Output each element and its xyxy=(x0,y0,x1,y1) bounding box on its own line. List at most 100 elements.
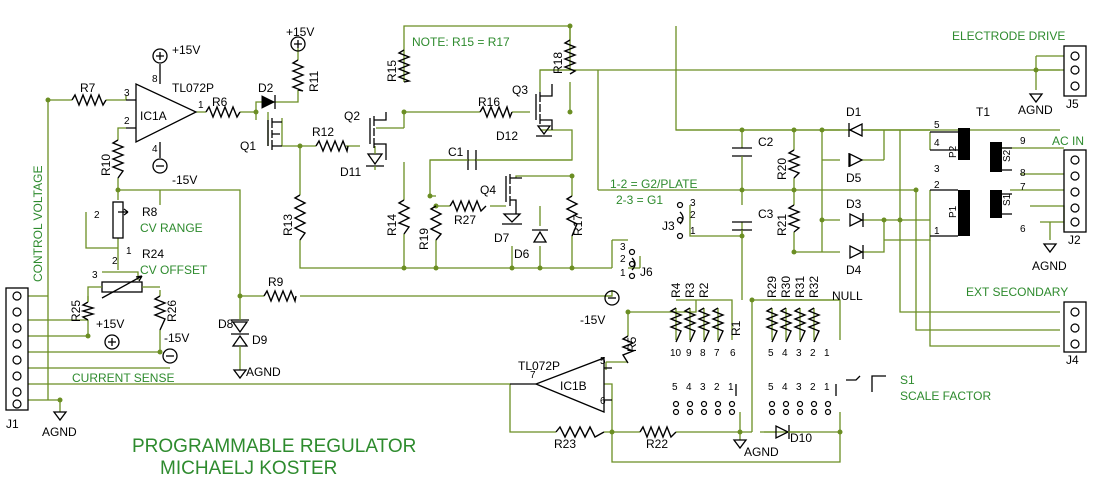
ref-r16: R16 xyxy=(478,95,500,109)
net-control-voltage: CONTROL VOLTAGE xyxy=(31,166,45,282)
ref-s1-winding: S1 xyxy=(1002,193,1013,206)
r32 xyxy=(807,307,821,343)
ref-r7: R7 xyxy=(80,81,96,95)
r9 xyxy=(263,289,297,304)
r31 xyxy=(793,307,807,343)
ic1b-part: TL072P xyxy=(518,359,560,373)
supply-pos15-c: +15V xyxy=(96,317,124,331)
ref-r29: R29 xyxy=(765,276,779,298)
ref-r26: R26 xyxy=(165,300,179,322)
ref-d2: D2 xyxy=(258,81,274,95)
d4 xyxy=(849,244,864,260)
ref-d10: D10 xyxy=(790,431,812,445)
pin-t1-2: 2 xyxy=(934,180,940,191)
c2 xyxy=(732,147,752,157)
q4 xyxy=(505,174,522,214)
pin-r24-1: 1 xyxy=(126,246,132,257)
r17 xyxy=(565,195,579,237)
ref-r19: R19 xyxy=(417,228,431,250)
ref-r1: R1 xyxy=(729,320,743,336)
ref-c1: C1 xyxy=(448,145,464,159)
ref-r18: R18 xyxy=(551,52,565,74)
pin-s1a-4: 4 xyxy=(686,382,692,393)
pin-ic1b-7: 7 xyxy=(530,370,536,381)
r5 xyxy=(621,335,635,364)
note-jumper-2: 2-3 = G1 xyxy=(616,193,663,207)
pin-sw-1: 1 xyxy=(824,348,830,359)
r13 xyxy=(293,194,307,241)
net-ac-in: AC IN xyxy=(1052,134,1084,148)
ref-j2: J2 xyxy=(1068,233,1081,247)
r6 xyxy=(205,105,241,119)
ref-r2: R2 xyxy=(697,282,711,298)
r23 xyxy=(555,425,605,439)
r15 xyxy=(397,49,412,83)
pin-s1b-3: 3 xyxy=(796,382,802,393)
r7 xyxy=(71,93,107,107)
ic1a-triangle xyxy=(135,82,198,144)
ref-s2-winding: S2 xyxy=(1002,149,1013,162)
transistors xyxy=(267,84,553,214)
j1-body xyxy=(5,287,29,411)
pin-s1b-5: 5 xyxy=(768,382,774,393)
pin-j6-3: 3 xyxy=(620,242,626,253)
r4 xyxy=(669,307,683,343)
d1 xyxy=(848,123,863,137)
ref-j1: J1 xyxy=(6,417,19,431)
ref-d1: D1 xyxy=(846,105,862,119)
ic1a-part: TL072P xyxy=(172,81,214,95)
pin-ic1a-3: 3 xyxy=(124,88,130,99)
r16 xyxy=(479,104,513,120)
d5 xyxy=(848,152,864,168)
ref-r22: R22 xyxy=(646,437,668,451)
pin-r8-2: 2 xyxy=(94,210,100,221)
supply-neg15-b: -15V xyxy=(164,331,189,345)
r1 xyxy=(711,307,725,343)
ref-d6: D6 xyxy=(514,247,530,261)
ref-r15: R15 xyxy=(385,60,399,82)
ic1b-triangle xyxy=(534,357,605,413)
pin-s1a-5: 5 xyxy=(672,382,678,393)
pin-j3-2: 2 xyxy=(690,210,696,221)
pin-s1b-1: 1 xyxy=(824,382,830,393)
label-s1: S1 xyxy=(900,373,915,387)
d11 xyxy=(366,153,384,167)
ref-d8: D8 xyxy=(218,317,234,331)
ref-p2-winding: P2 xyxy=(948,145,959,158)
pin-s1b-4: 4 xyxy=(782,382,788,393)
transformer-t1 xyxy=(930,128,1012,237)
agnd-s1: AGND xyxy=(744,445,779,459)
ref-r13: R13 xyxy=(281,214,295,236)
supply-neg15-c: -15V xyxy=(580,313,605,327)
pin-sw-6: 6 xyxy=(730,348,736,359)
connectors xyxy=(5,45,1087,416)
ref-r30: R30 xyxy=(779,276,793,298)
ref-j4: J4 xyxy=(1066,353,1079,367)
pin-sw-8: 8 xyxy=(700,348,706,359)
ref-r11: R11 xyxy=(307,71,321,92)
pin-t1-5: 5 xyxy=(934,120,940,131)
r18 xyxy=(563,39,577,75)
pin-t1-7: 7 xyxy=(1020,182,1026,193)
pin-ic1b-6: 6 xyxy=(600,396,606,407)
r12 xyxy=(315,139,349,154)
net-scale-factor: SCALE FACTOR xyxy=(900,389,991,403)
r14 xyxy=(397,199,411,235)
ref-r27: R27 xyxy=(454,213,476,227)
capacitors xyxy=(460,147,752,236)
net-current-sense: CURRENT SENSE xyxy=(72,371,174,385)
r8-body xyxy=(112,201,124,239)
pin-ic1a-1: 1 xyxy=(198,100,204,111)
pin-s1b-2: 2 xyxy=(810,382,816,393)
ref-r32: R32 xyxy=(807,276,821,298)
supply-neg15-a: -15V xyxy=(172,173,197,187)
ref-d11: D11 xyxy=(340,165,361,179)
ref-r3: R3 xyxy=(683,282,697,298)
q1 xyxy=(267,118,282,150)
ref-d3: D3 xyxy=(846,197,862,211)
r10 xyxy=(111,139,125,179)
pin-s1a-1: 1 xyxy=(728,382,734,393)
j5-body xyxy=(1063,45,1087,97)
ref-r9: R9 xyxy=(268,275,284,289)
junctions xyxy=(45,23,1039,435)
